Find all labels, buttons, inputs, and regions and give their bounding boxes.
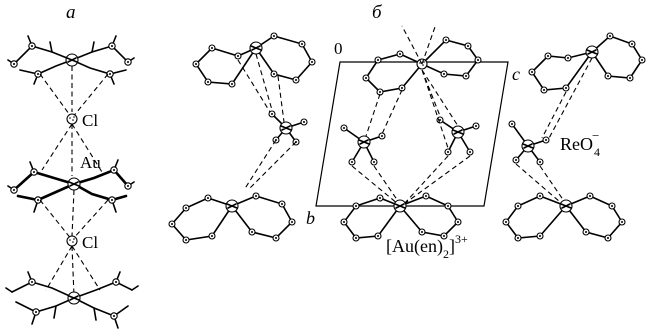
complex-bottom-right	[502, 192, 626, 242]
complex-bottom-left	[168, 192, 296, 244]
unit-cell-outline	[315, 61, 509, 207]
chlorine-atom-bottom	[66, 235, 78, 247]
axis-c-label: c	[512, 64, 520, 84]
gold-label: Au	[80, 153, 101, 172]
chlorine-label-bottom: Cl	[82, 233, 98, 252]
axis-b-label: b	[306, 208, 315, 228]
gold-complex-label: [Au(en)2]3+	[386, 232, 468, 261]
panel-a-complex-top	[7, 35, 135, 85]
panel-b-packing: б 0 c b ReO4− [Au(en)2]3+	[168, 2, 646, 261]
perrhenate-left	[268, 110, 308, 146]
complex-bottom-middle	[340, 192, 462, 242]
complex-top-right	[528, 32, 646, 94]
panel-a-chain: а Cl Au Cl	[5, 2, 139, 329]
panel-a-complex-bottom	[5, 271, 139, 329]
panel-b-label: б	[372, 2, 383, 23]
panel-a-label: а	[66, 2, 76, 23]
cell-origin-label: 0	[334, 39, 343, 58]
perrhenate-middle-right	[436, 116, 480, 156]
perrhenate-right	[508, 120, 550, 166]
complex-top-left	[192, 32, 316, 88]
perrhenate-middle-left	[340, 124, 386, 166]
panel-a-complex-middle	[7, 159, 135, 213]
complex-top-middle	[362, 36, 482, 96]
chlorine-atom-top	[66, 113, 78, 125]
chlorine-label-top: Cl	[82, 111, 98, 130]
perrhenate-label: ReO4−	[560, 128, 600, 159]
